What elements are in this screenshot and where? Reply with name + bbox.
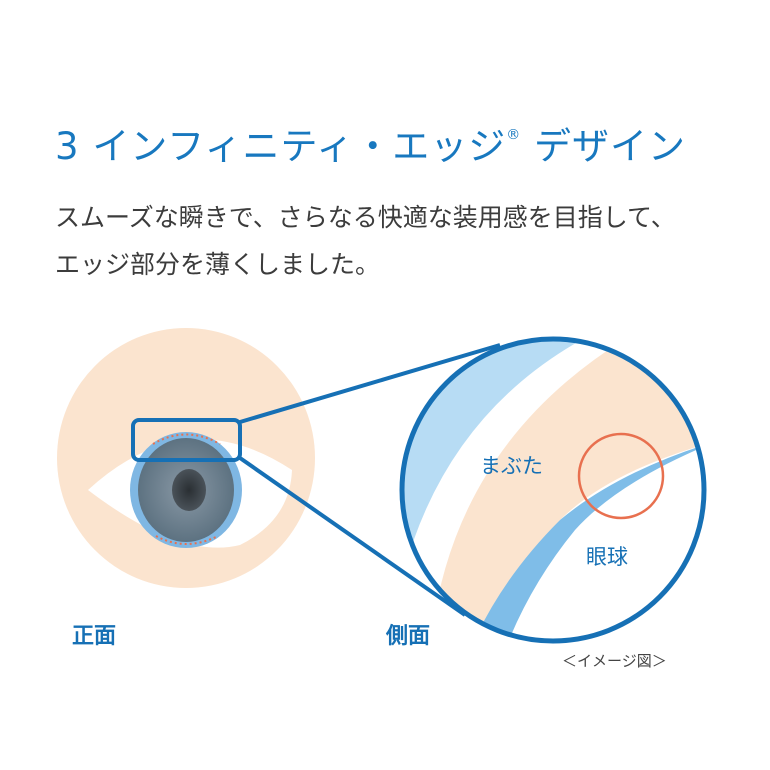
registered-mark: ®	[506, 127, 522, 143]
label-eyeball: 眼球	[586, 545, 628, 569]
zoom-line-bottom	[238, 456, 467, 617]
label-side-view: 側面	[386, 624, 431, 649]
description-line-1: スムーズな瞬きで、さらなる快適な装用感を目指して、	[55, 203, 676, 232]
pupil	[172, 469, 206, 511]
image-caption: ＜イメージ図＞	[562, 652, 667, 670]
description-line-2: エッジ部分を薄くしました。	[55, 250, 381, 279]
label-front-view: 正面	[72, 624, 117, 649]
title-number: 3	[55, 125, 80, 168]
zoom-line-top	[239, 343, 501, 424]
eyelid	[430, 339, 704, 641]
lens-outer-band	[402, 339, 600, 640]
page-title: 3 インフィニティ・エッジ® デザイン	[55, 116, 686, 170]
side-view-detail	[402, 339, 704, 641]
title-suffix: デザイン	[521, 125, 687, 168]
lens-edge-bottom-dots	[155, 535, 219, 545]
magnified-circle	[399, 336, 707, 644]
title-text: インフィニティ・エッジ	[92, 125, 507, 168]
zoom-highlight-box	[131, 418, 242, 462]
label-eyelid: まぶた	[480, 454, 543, 478]
edge-highlight-circle	[577, 432, 665, 520]
lens-edge-top-dots	[152, 433, 221, 445]
